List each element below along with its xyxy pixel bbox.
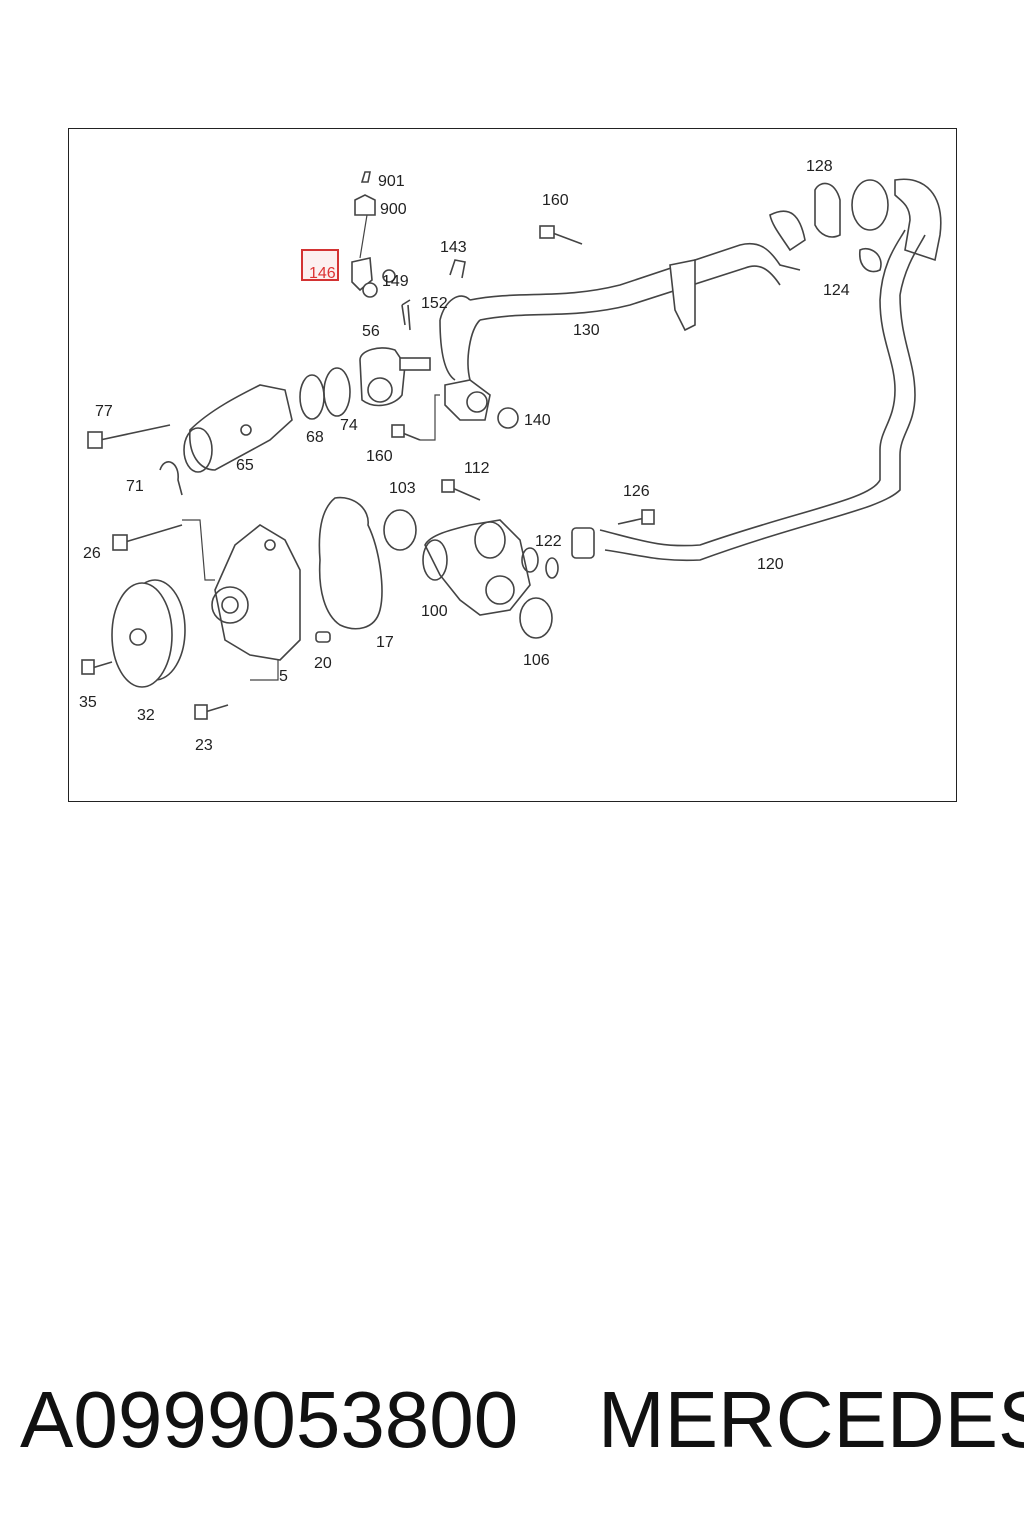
pin-20 (315, 631, 331, 643)
label-26: 26 (83, 545, 101, 562)
label-103: 103 (389, 480, 416, 497)
label-17: 17 (376, 634, 394, 651)
label-23: 23 (195, 737, 213, 754)
bolt-23 (194, 704, 229, 720)
label-124: 124 (823, 282, 850, 299)
label-77: 77 (95, 403, 113, 420)
gasket-17 (318, 496, 383, 630)
part-number: A0999053800 (20, 1375, 519, 1464)
o-ring-68 (299, 374, 325, 420)
hose-128 (769, 178, 942, 273)
bolt-26 (112, 519, 215, 581)
coolant-housing-100 (422, 519, 539, 616)
bolt-35 (81, 659, 113, 675)
label-65: 65 (236, 457, 254, 474)
label-160-lower: 160 (366, 448, 393, 465)
label-100: 100 (421, 603, 448, 620)
footer-caption: A0999053800 MERCEDES (0, 1370, 1024, 1470)
clip-143 (449, 259, 466, 279)
clip-152 (401, 299, 411, 331)
o-ring-140 (497, 407, 519, 429)
bolt-112 (441, 479, 481, 501)
clip-71 (159, 461, 183, 496)
coolant-pipe-120 (571, 229, 926, 562)
o-ring-103 (383, 509, 417, 551)
label-146[interactable]: 146 (309, 265, 336, 282)
label-68: 68 (306, 429, 324, 446)
diagram-frame (68, 128, 957, 802)
brand-name: MERCEDES (598, 1375, 1024, 1464)
label-112: 112 (464, 460, 490, 477)
label-122: 122 (535, 533, 562, 550)
label-32: 32 (137, 707, 155, 724)
label-149: 149 (382, 273, 409, 290)
water-pump-5 (211, 524, 301, 681)
coolant-pipe-130 (439, 243, 801, 381)
label-35: 35 (79, 694, 97, 711)
label-140: 140 (524, 412, 551, 429)
label-900: 900 (380, 201, 407, 218)
bolt-126 (617, 509, 655, 525)
o-ring-74 (323, 367, 351, 417)
label-56: 56 (362, 323, 380, 340)
label-160-top: 160 (542, 192, 569, 209)
label-152: 152 (421, 295, 448, 312)
label-71: 71 (126, 478, 144, 495)
bolt-77 (87, 424, 171, 449)
thermostat-56 (359, 347, 431, 407)
housing-65 (183, 384, 293, 473)
label-901: 901 (378, 173, 405, 190)
label-126: 126 (623, 483, 650, 500)
label-128: 128 (806, 158, 833, 175)
bolt-160-top (539, 225, 583, 245)
label-130: 130 (573, 322, 600, 339)
temperature-sensor-146 (351, 171, 396, 298)
o-ring-122 (545, 557, 559, 579)
label-74: 74 (340, 417, 358, 434)
bolt-160-lower (391, 394, 440, 441)
seal-106 (519, 597, 553, 639)
flange-connector (444, 379, 491, 421)
label-143: 143 (440, 239, 467, 256)
highlight-box-146 (301, 249, 339, 281)
label-5: 5 (279, 668, 288, 685)
label-120: 120 (757, 556, 784, 573)
pulley-32 (111, 579, 186, 688)
label-20: 20 (314, 655, 332, 672)
label-106: 106 (523, 652, 550, 669)
